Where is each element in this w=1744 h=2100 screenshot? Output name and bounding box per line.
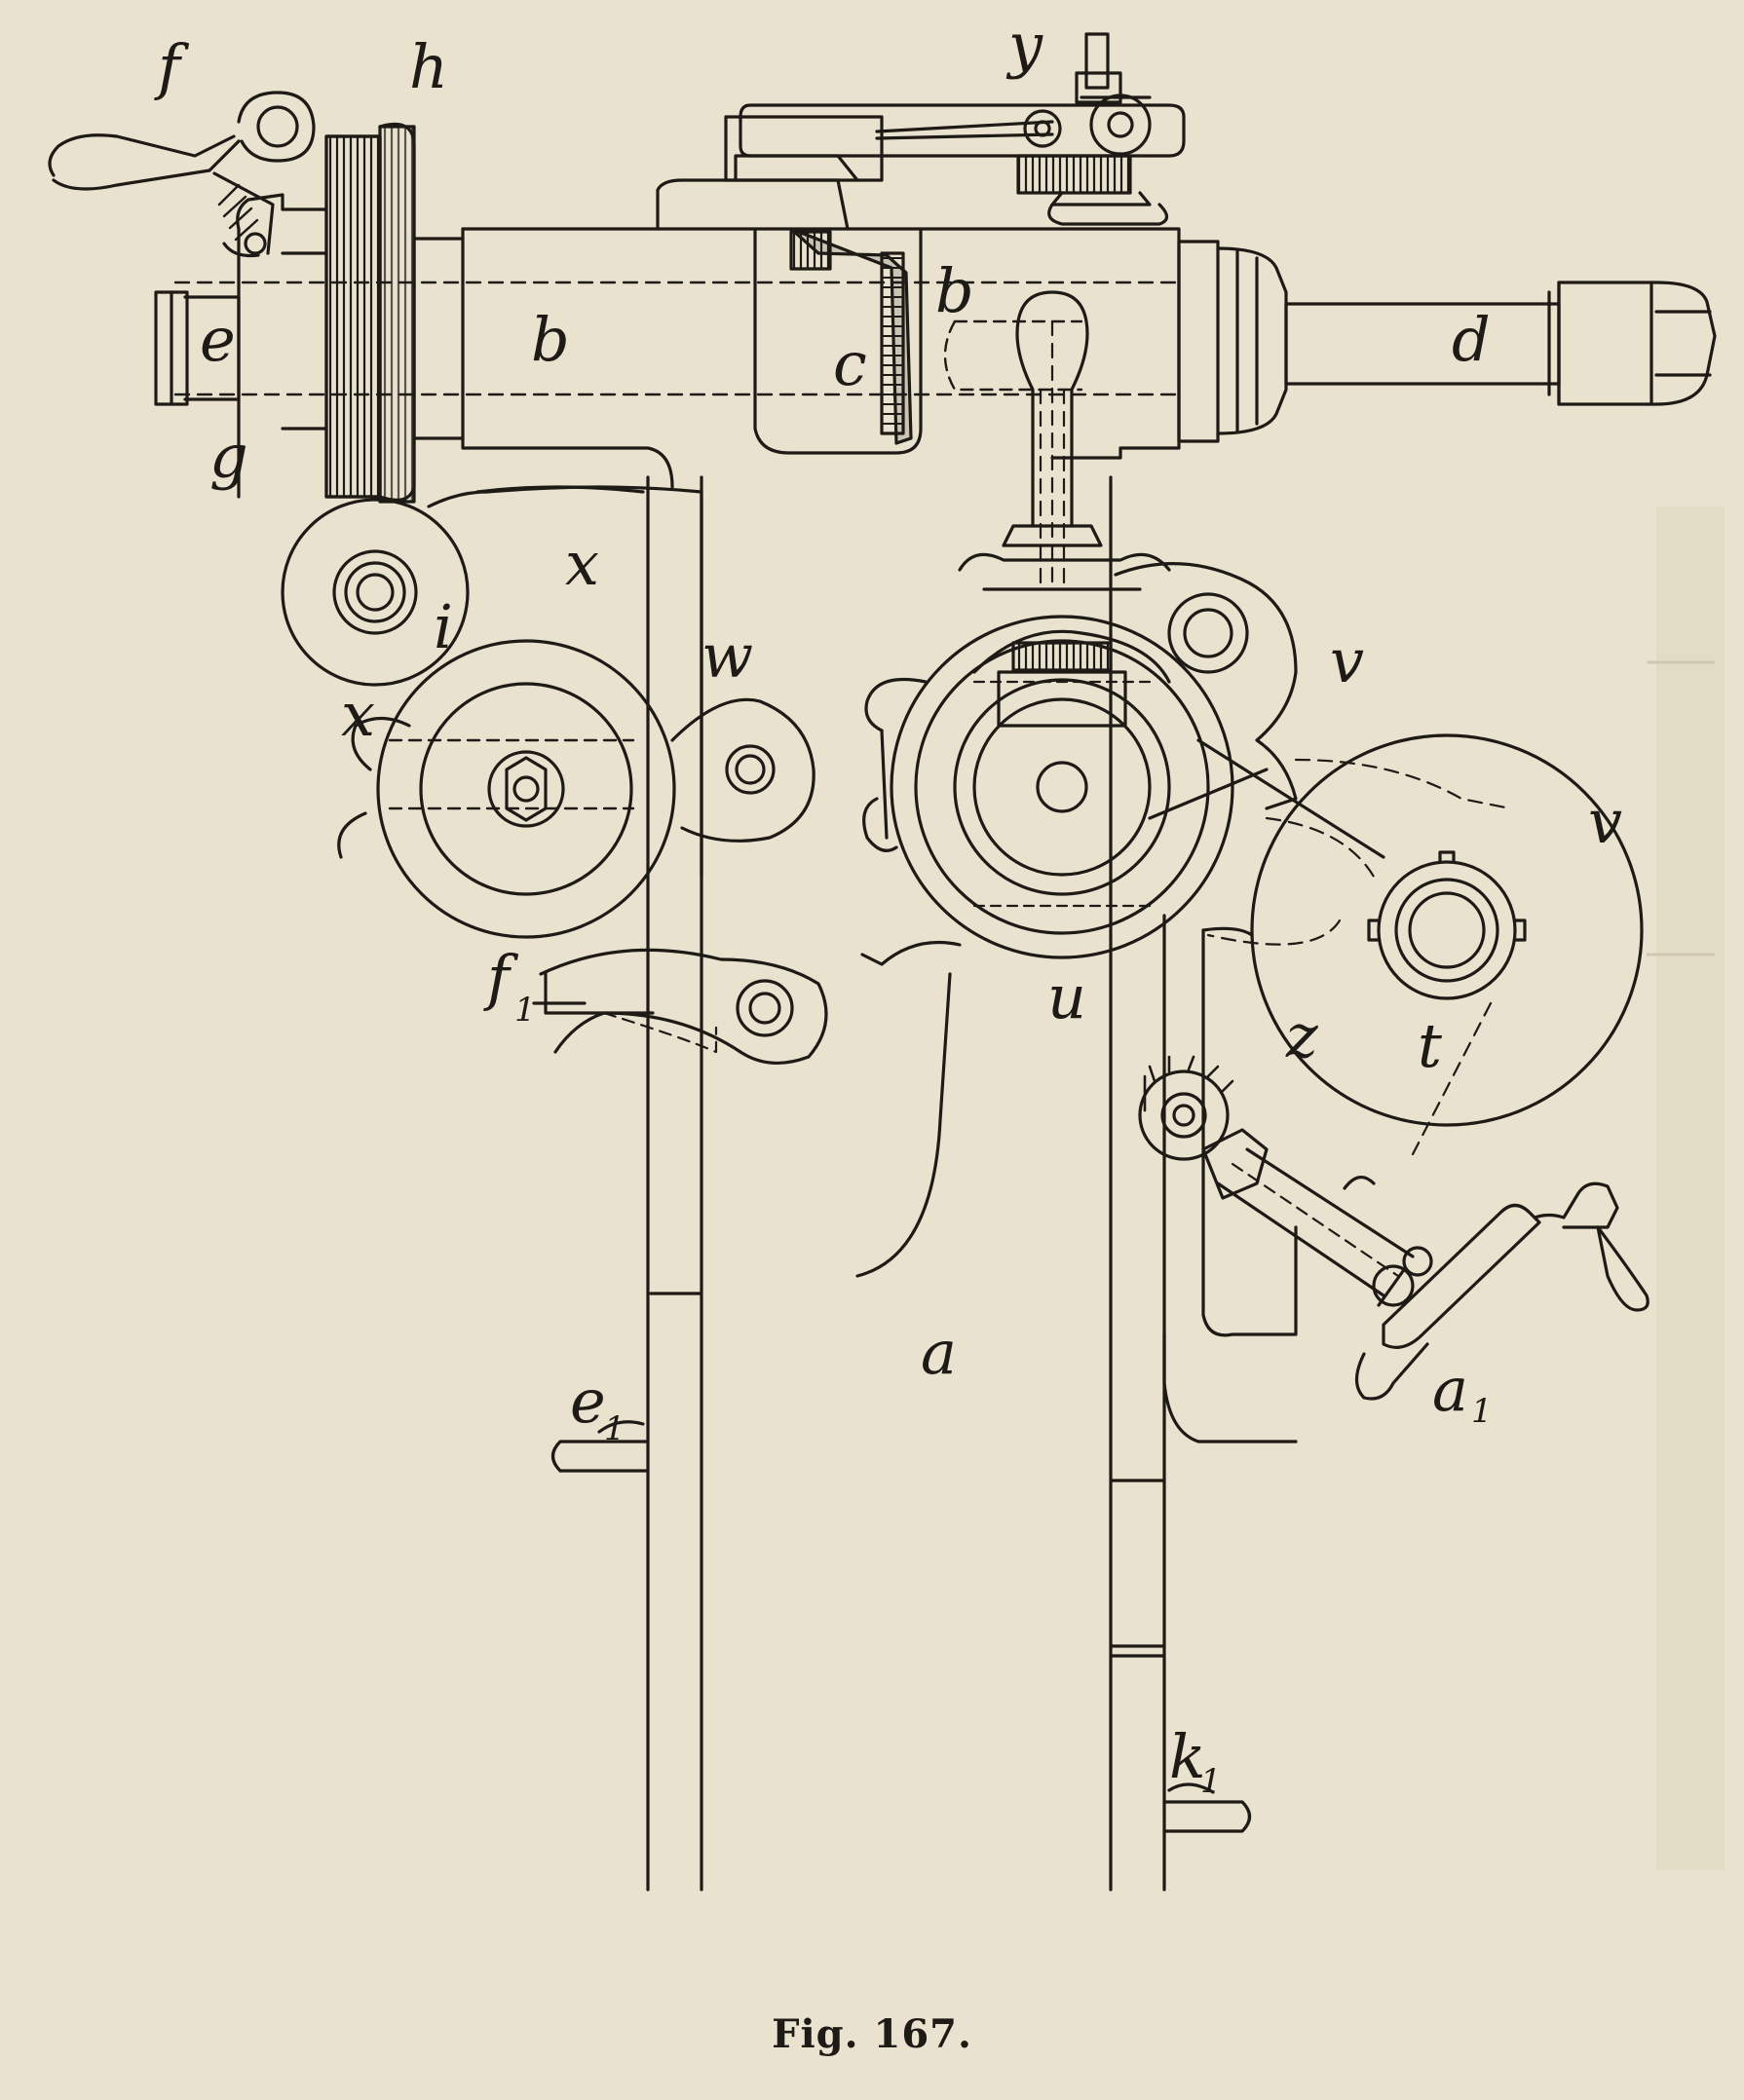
label-y: y: [1005, 10, 1043, 81]
label-e1: e: [570, 1366, 606, 1437]
label-k1: k: [1169, 1721, 1206, 1792]
label-v-upper: v: [1330, 625, 1364, 696]
label-a1-sub: 1: [1471, 1392, 1493, 1431]
label-f: f: [154, 31, 190, 102]
gear-h-and-lever-f: [48, 91, 416, 504]
crank-a1: [1138, 1055, 1649, 1401]
figure-caption: Fig. 167.: [772, 2011, 972, 2057]
label-i: i: [434, 591, 453, 662]
label-h: h: [409, 31, 448, 102]
bracket-x: [337, 639, 828, 1066]
label-z: z: [1285, 1000, 1318, 1071]
label-k1-sub: 1: [1200, 1762, 1222, 1801]
label-x-upper: x: [565, 528, 599, 599]
label-e: e: [200, 304, 236, 375]
label-w: w: [701, 620, 753, 692]
label-x-lower: x: [341, 679, 375, 750]
label-d: d: [1452, 304, 1491, 375]
column-a: [485, 475, 1298, 1892]
label-g: g: [209, 421, 248, 492]
lever-e1: [550, 1420, 650, 1473]
swing-arm-y: [739, 32, 1186, 226]
label-a1: a: [1432, 1354, 1468, 1425]
lever-k1: [1162, 1782, 1252, 1833]
diagram-labels: f h y e g b c b d x i x w v v f 1 u t z …: [154, 10, 1622, 1801]
bleed-through: [1647, 506, 1725, 1870]
label-f1-sub: 1: [514, 991, 536, 1030]
gear-i: [281, 485, 645, 687]
label-c: c: [833, 328, 867, 399]
bracket-v: [1114, 562, 1644, 1156]
label-t: t: [1418, 1010, 1442, 1081]
label-e1-sub: 1: [604, 1409, 626, 1448]
label-a: a: [921, 1317, 957, 1388]
label-b-right: b: [935, 255, 974, 326]
label-u: u: [1047, 961, 1086, 1032]
worm-housing-u: [860, 290, 1234, 966]
label-v-right: v: [1588, 786, 1622, 857]
label-b-left: b: [531, 304, 570, 375]
